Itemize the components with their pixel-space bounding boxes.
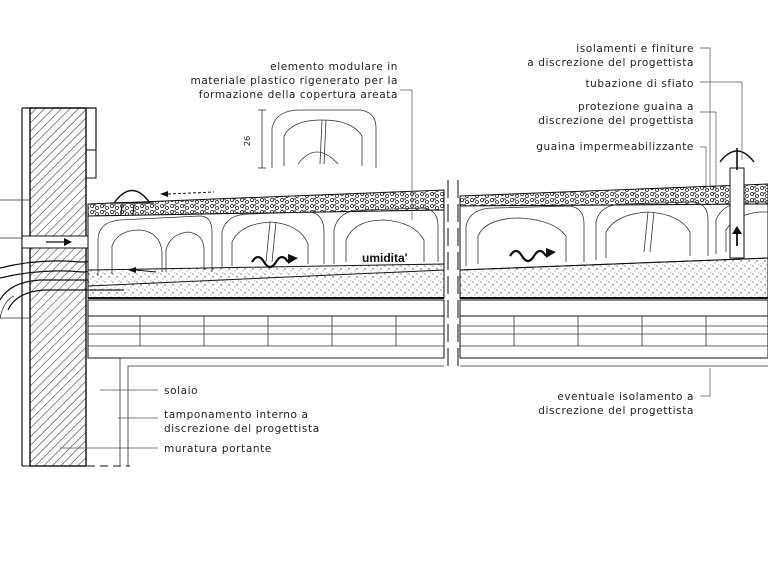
svg-text:protezione guaina a: protezione guaina a — [578, 101, 694, 113]
svg-text:discrezione del progettista: discrezione del progettista — [538, 405, 694, 417]
modular-arches-left — [97, 207, 439, 276]
svg-text:eventuale isolamento a: eventuale isolamento a — [557, 391, 694, 403]
module-dimension: 26 — [243, 136, 252, 146]
svg-text:elemento modulare in: elemento modulare in — [270, 61, 398, 73]
slab-joints-left — [139, 316, 397, 346]
label-insulation-finishes: isolamenti e finiture a discrezione del … — [527, 43, 694, 69]
label-load-bearing-wall: muratura portante — [164, 443, 272, 455]
roof-drain-outlet — [110, 189, 154, 204]
internal-lining — [119, 357, 444, 466]
humidity-arrow-left — [251, 254, 298, 269]
label-waterproof-membrane: guaina impermeabilizzante — [536, 141, 694, 153]
svg-text:formazione della copertura are: formazione della copertura areata — [199, 89, 398, 101]
label-modular-element: elemento modulare in materiale plastico … — [190, 61, 398, 101]
vent-pipe — [719, 148, 755, 259]
svg-text:a discrezione del progettista: a discrezione del progettista — [527, 57, 694, 69]
svg-text:tamponamento interno a: tamponamento interno a — [164, 409, 309, 421]
module-detail — [258, 109, 377, 169]
svg-text:isolamenti e finiture: isolamenti e finiture — [576, 43, 694, 55]
svg-text:discrezione del progettista: discrezione del progettista — [538, 115, 694, 127]
roof-left — [87, 189, 445, 359]
membrane-arrow — [160, 191, 215, 197]
roof-right — [459, 183, 768, 367]
svg-text:discrezione del progettista: discrezione del progettista — [164, 423, 320, 435]
label-optional-insulation: eventuale isolamento a discrezione del p… — [538, 391, 694, 417]
wall-vent-duct — [21, 235, 99, 249]
label-membrane-protection: protezione guaina a discrezione del prog… — [538, 101, 694, 127]
humidity-arrow-right — [509, 248, 556, 263]
label-vent-pipe: tubazione di sfiato — [585, 78, 694, 90]
label-internal-wall: tamponamento interno a discrezione del p… — [164, 409, 320, 435]
drain-arrow — [128, 267, 157, 273]
load-bearing-wall — [0, 107, 130, 467]
svg-text:materiale plastico rigenerato: materiale plastico rigenerato per la — [190, 75, 398, 87]
break-lines — [447, 180, 459, 366]
slab-joints-right — [513, 316, 707, 346]
humidity-label: umidita' — [362, 251, 408, 265]
label-slab: solaio — [164, 385, 198, 397]
leader-lines — [60, 47, 743, 449]
